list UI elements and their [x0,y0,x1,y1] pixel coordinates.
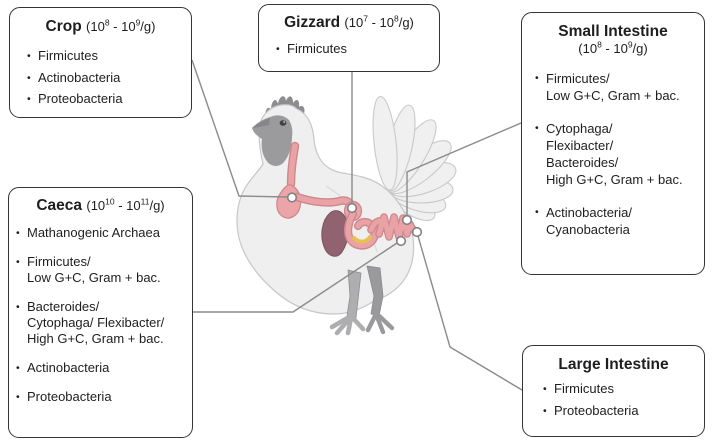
small-intestine-title: Small Intestine (108 - 109/g) [522,23,704,57]
exponent: 8 [104,17,110,28]
crop-title: Crop (108 - 109/g) [10,18,191,36]
exponent: 9 [135,17,141,28]
list-item: • Firmicutes/ Low G+C, Gram + bac. [16,254,161,285]
connector-caeca [193,242,398,313]
organ-name: Small Intestine [558,23,668,40]
organ-name: Large Intestine [558,356,669,373]
microbe-list: •Firmicutes •Proteobacteria [543,381,700,419]
list-item: • Firmicutes/ Low G+C, Gram + bac. [535,71,680,103]
bullet-dot: • [276,43,280,55]
bacterial-density-range: (108 - 109/g) [86,17,156,34]
bullet-dot: • [16,391,20,403]
organ-name: Gizzard [284,14,341,31]
list-item: • Cytophaga/ Flexibacter/ Bacteroides/ H… [535,121,683,187]
large-intestine-marker [411,226,423,238]
microbe-list: • Mathanogenic Archaea • Firmicutes/ Low… [16,225,190,405]
list-item: • Bacteroides/ Cytophaga/ Flexibacter/ H… [16,299,165,346]
bullet-dot: • [16,256,20,268]
list-item: • Proteobacteria [16,389,112,404]
microbe-list: •Firmicutes •Actinobacteria •Proteobacte… [27,48,187,108]
list-item: •Actinobacteria [27,69,121,85]
chicken-eye-highlight [283,121,286,123]
bullet-dot: • [535,72,539,84]
pancreas [352,235,372,244]
list-item: • Actinobacteria/ Cyanobacteria [535,205,632,237]
bullet-dot: • [535,122,539,134]
microbe-list: • Firmicutes/ Low G+C, Gram + bac. • Cyt… [535,70,702,238]
bullet-dot: • [16,362,20,374]
list-item: •Proteobacteria [543,402,639,418]
bullet-dot: • [543,404,547,417]
front-foot [329,313,366,336]
bullet-dot: • [535,206,539,218]
bacterial-density-range: (107 - 108/g) [344,13,414,30]
front-leg [346,269,362,319]
list-item: •Firmicutes [276,41,347,56]
list-item: • Actinobacteria [16,360,110,375]
chicken-legs [329,265,395,336]
small-intestine-callout-box: Small Intestine (108 - 109/g) • Firmicut… [521,12,705,275]
organ-name: Caeca [36,197,83,214]
chicken-eye [279,120,287,126]
exponent: 9 [627,39,633,50]
chicken-tail-feathers [372,95,457,221]
list-item: •Proteobacteria [27,91,123,106]
bullet-dot: • [543,383,547,395]
list-item: • Mathanogenic Archaea [16,225,160,240]
organ-name: Crop [45,18,82,35]
gizzard-title: Gizzard (107 - 108/g) [259,14,439,32]
bullet-dot: • [16,227,20,239]
caeca-title: Caeca (1010 - 1011/g) [9,197,192,215]
caeca-marker [395,235,407,247]
bacterial-density-range: (108 - 109/g) [578,39,648,56]
connector-large-intestine [417,235,523,391]
gizzard-callout-box: Gizzard (107 - 108/g) •Firmicutes [258,4,440,72]
large-intestine-callout-box: Large Intestine •Firmicutes •Proteobacte… [522,345,705,437]
crop-marker [286,192,298,203]
gizzard-marker [346,202,358,214]
large-intestine-title: Large Intestine [523,356,704,374]
exponent: 8 [393,13,399,24]
liver [321,210,350,257]
crop-callout-box: Crop (108 - 109/g) •Firmicutes •Actinoba… [9,7,192,118]
back-foot [365,310,395,335]
exponent: 7 [363,13,368,24]
list-item: •Firmicutes [27,48,98,63]
list-item: •Firmicutes [543,381,614,396]
connector-lines [191,59,523,391]
chicken-face-patch [252,115,293,166]
bullet-dot: • [27,93,31,105]
bullet-dot: • [27,50,31,62]
exponent: 8 [597,39,602,50]
exponent: 11 [140,196,150,207]
caeca-callout-box: Caeca (1010 - 1011/g) • Mathanogenic Arc… [8,187,193,438]
chicken-beak [252,118,270,128]
connector-small-intestine [406,122,522,215]
exponent: 10 [105,196,115,207]
connector-crop [191,59,289,198]
microbe-list: •Firmicutes [276,41,435,58]
bacterial-density-range: (1010 - 1011/g) [86,196,165,213]
organ-markers [286,192,423,247]
bullet-dot: • [27,71,31,84]
bullet-dot: • [16,301,20,313]
small-intestine-marker [401,214,413,226]
